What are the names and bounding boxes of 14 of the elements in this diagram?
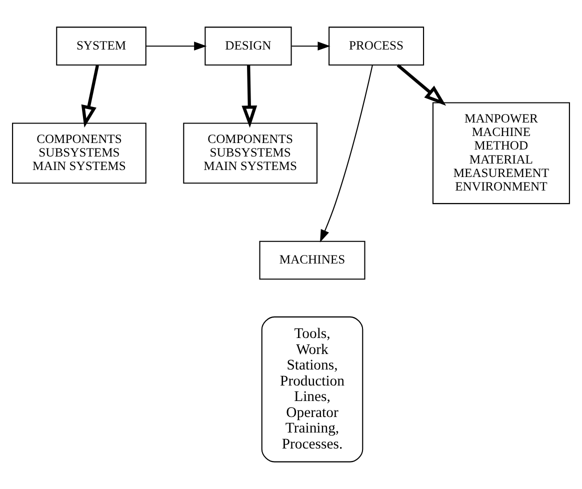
arrow (396, 64, 446, 106)
arrow (292, 42, 330, 50)
node-box: DESIGN (204, 26, 292, 66)
node-box: COMPONENTS SUBSYSTEMS MAIN SYSTEMS (183, 122, 318, 184)
arrow (242, 65, 258, 128)
node-box: PROCESS (328, 26, 424, 66)
arrow (81, 65, 99, 128)
node-box: SYSTEM (56, 26, 146, 66)
node-box: MACHINES (259, 240, 366, 280)
node-box: Tools, Work Stations, Production Lines, Operator Training, Processes. (261, 316, 364, 462)
node-box: COMPONENTS SUBSYSTEMS MAIN SYSTEMS (12, 122, 146, 184)
arrow (146, 42, 207, 50)
arrow (320, 65, 373, 242)
node-box: MANPOWER MACHINE METHOD MATERIAL MEASUREMENT ENVIRONMENT (432, 102, 570, 204)
